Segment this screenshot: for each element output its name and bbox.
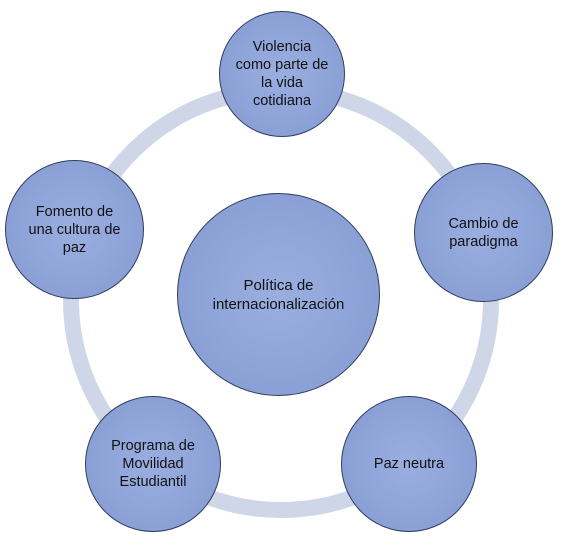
node-movilidad-estudiantil-label: Programa de Movilidad Estudiantil — [111, 438, 195, 490]
node-movilidad-estudiantil: Programa de Movilidad Estudiantil — [85, 396, 221, 532]
node-cambio-paradigma: Cambio de paradigma — [414, 163, 553, 302]
node-violencia-label: Violencia como parte de la vida cotidian… — [235, 39, 329, 109]
node-cambio-paradigma-label: Cambio de paradigma — [448, 215, 519, 250]
center-node-label: Política de internacionalización — [212, 276, 345, 313]
node-paz-neutra-label: Paz neutra — [373, 456, 445, 472]
center-node-internacionalizacion: Política de internacionalización — [177, 193, 380, 396]
node-cultura-paz: Fomento de una cultura de paz — [5, 160, 144, 299]
node-cultura-paz-label: Fomento de una cultura de paz — [28, 203, 121, 256]
node-paz-neutra: Paz neutra — [341, 396, 477, 532]
node-violencia: Violencia como parte de la vida cotidian… — [219, 11, 345, 137]
